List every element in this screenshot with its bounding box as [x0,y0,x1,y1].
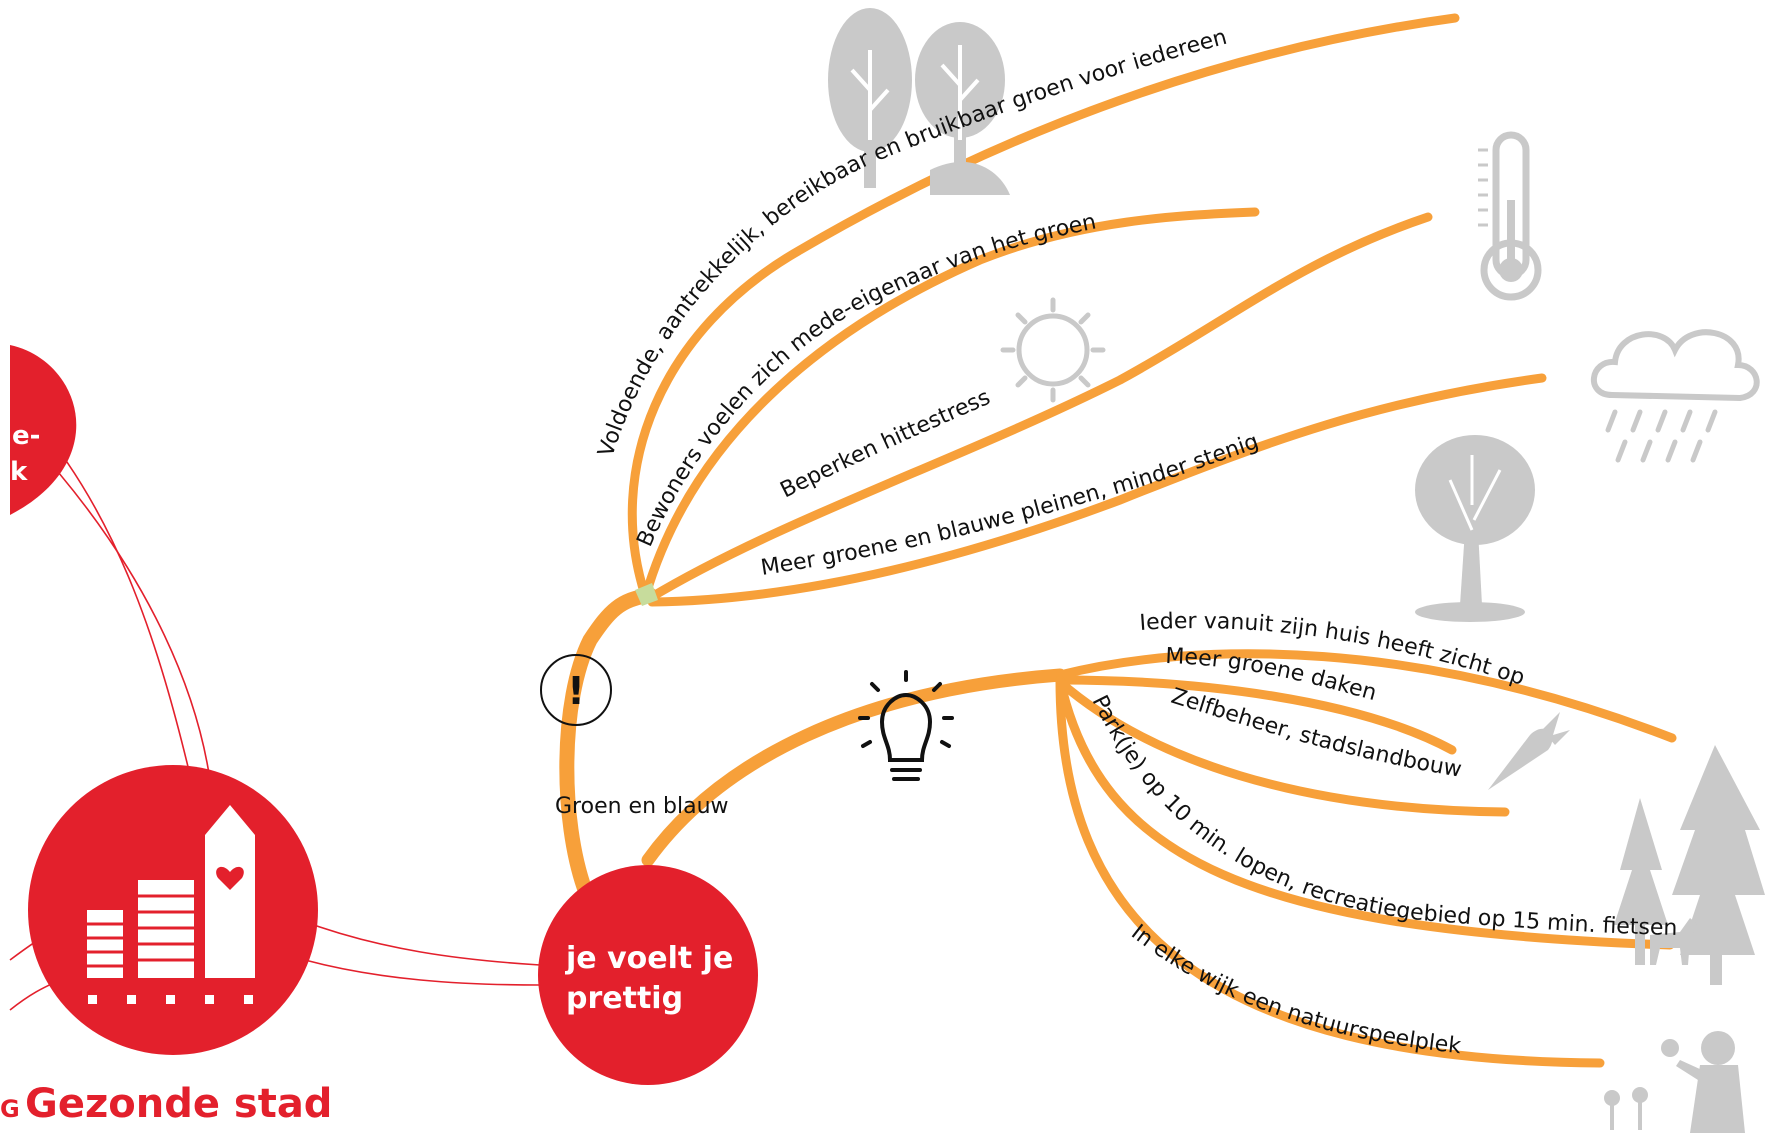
main-branch-label: Groen en blauw [555,794,729,819]
partial-node-label-2: k [10,457,28,487]
lightbulb-icon [858,670,954,781]
partial-node[interactable]: e- k [10,345,77,515]
child-flowers-icon [1604,1031,1745,1133]
thermometer-icon [1478,131,1542,301]
city-heart-icon [87,805,255,1004]
trees-icon [828,8,1010,195]
alert-marker-icon: ! [540,654,612,726]
tree-icon [1415,435,1535,622]
lower-branch-trunk [641,668,1067,867]
center-node-label-1: je voelt je [565,941,733,976]
center-node[interactable]: je voelt je prettig [538,865,758,1085]
lower-branch-label-3: Park(je) op 10 min. lopen, recreatiegebi… [1087,692,1678,941]
center-node-label-2: prettig [566,981,683,1016]
connector-lines [9,419,541,1011]
main-branch-trunk [559,587,658,898]
forest-deer-icon [1614,745,1765,985]
upper-branch-label-0: Voldoende, aantrekkelijk, bereikbaar en … [594,25,1230,460]
partial-node-label-1: e- [12,421,40,451]
sun-icon [1000,297,1106,403]
hub-title-prefix: G [0,1095,20,1123]
carrot-icon [1488,712,1570,790]
svg-text:!: ! [567,669,584,713]
hub-node[interactable] [28,765,318,1055]
branches [559,13,1677,1068]
hub-title: Gezonde stad [25,1081,332,1127]
rain-cloud-icon [1591,329,1760,463]
lower-branch-label-4: In elke wijk een natuurspeelplek [1126,920,1462,1059]
